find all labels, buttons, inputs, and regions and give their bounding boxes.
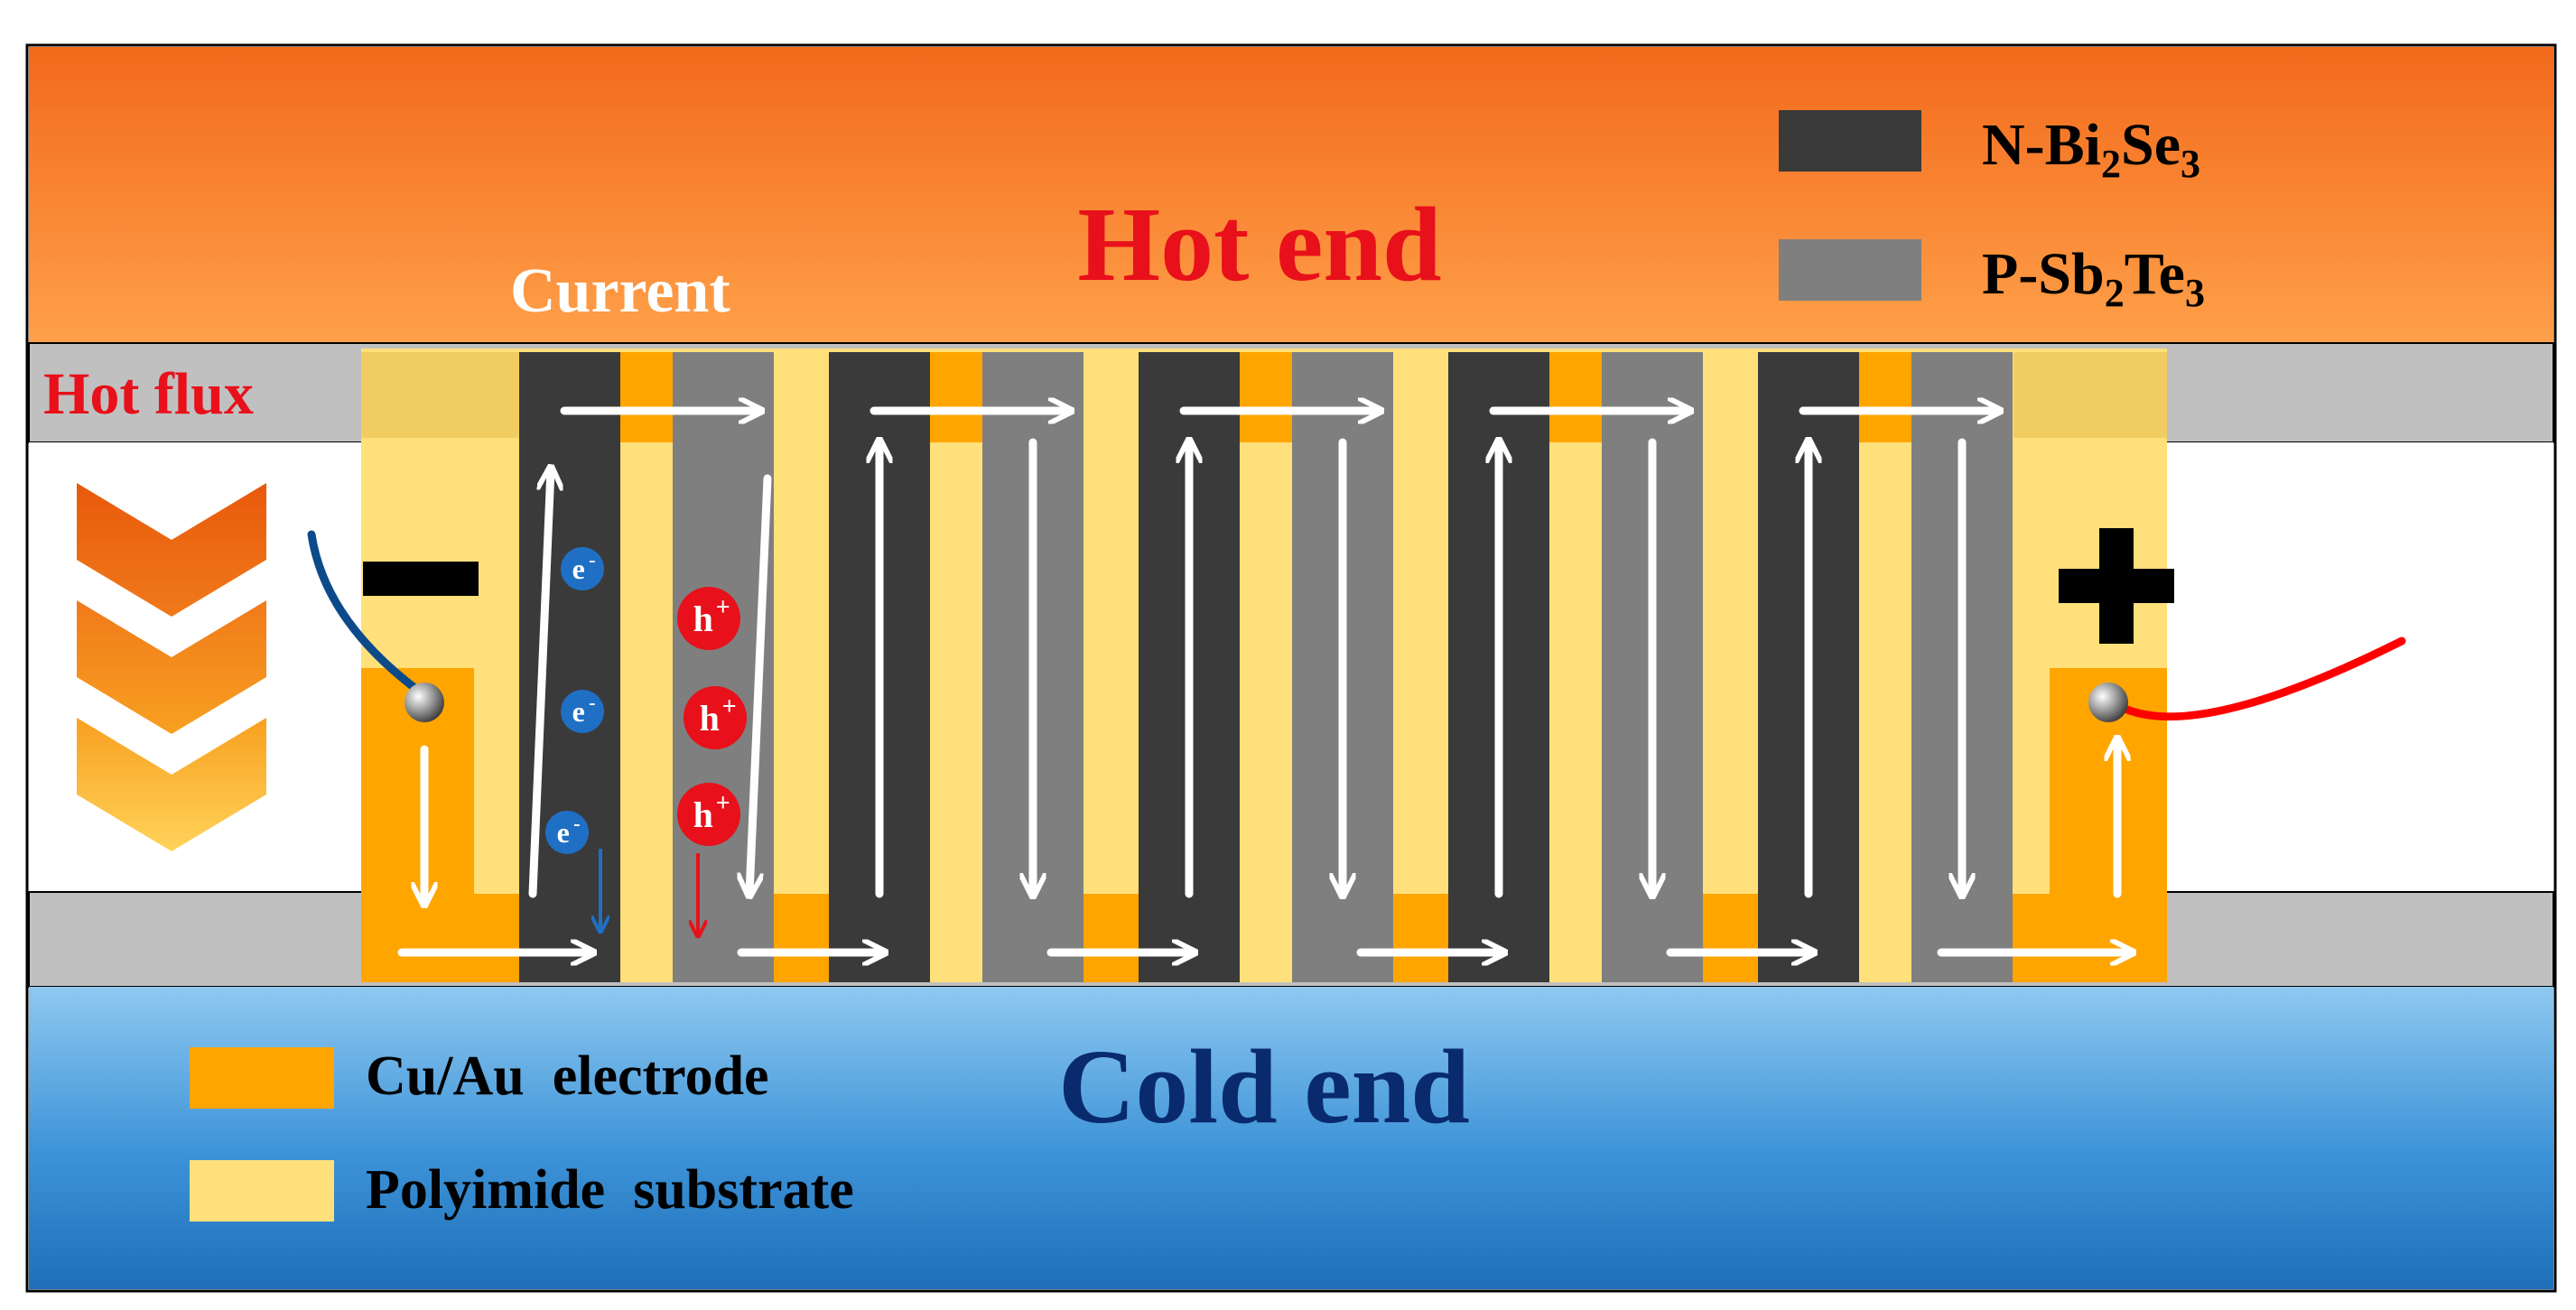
cold-end-label: Cold end	[1058, 1027, 1470, 1146]
chevron-icon	[77, 600, 266, 734]
hole-charge: +	[722, 693, 737, 721]
bottom-electrode	[1083, 894, 1139, 982]
top-electrode	[1859, 352, 1911, 442]
legend-label-substrate: Polyimide substrate	[366, 1159, 854, 1221]
bottom-electrode	[1703, 894, 1758, 982]
top-electrode	[930, 352, 982, 442]
electron-symbol: e	[572, 553, 585, 585]
electron-charge: -	[589, 549, 595, 571]
legend-swatch-p-type	[1779, 239, 1921, 301]
current-flow-arrows	[397, 411, 2131, 952]
hole-body	[684, 686, 747, 749]
electron-body	[545, 811, 589, 854]
negative-top-pad	[361, 352, 519, 438]
hole-charge: +	[716, 790, 730, 818]
bottom-electrode	[774, 894, 829, 982]
chevron-icon	[77, 483, 266, 617]
bottom-electrode	[1393, 894, 1448, 982]
current-label: Current	[510, 256, 730, 326]
hot-end-label: Hot end	[1077, 185, 1441, 303]
negative-terminal-ball	[405, 683, 444, 722]
electron: e-	[545, 811, 589, 854]
electron-body	[561, 690, 604, 733]
hole: h+	[684, 686, 747, 749]
minus-sign	[363, 562, 479, 596]
top-electrode	[1240, 352, 1292, 442]
negative-terminal-electrode	[361, 668, 519, 982]
substrate-strip	[1549, 442, 1602, 894]
hot-end-region	[29, 47, 2553, 343]
substrate-strip	[1859, 442, 1911, 894]
positive-terminal-ball	[2088, 683, 2128, 722]
electron: e-	[561, 547, 604, 590]
electron: e-	[561, 690, 604, 733]
top-electrode	[620, 352, 673, 442]
legend-swatch-substrate	[190, 1160, 334, 1222]
legend: N-Bi2Se3 P-Sb2Te3 Cu/Au electrode Polyim…	[190, 110, 2205, 1222]
positive-top-pad	[2013, 352, 2167, 438]
current-arrow	[749, 474, 772, 894]
hole: h+	[677, 587, 740, 650]
substrate-strip	[930, 442, 982, 894]
electron-body	[561, 547, 604, 590]
electron-charge: -	[589, 692, 595, 714]
hole-body	[677, 587, 740, 650]
positive-wire	[2108, 636, 2406, 721]
legend-label-n-type: N-Bi2Se3	[1982, 112, 2200, 186]
legend-label-electrode: Cu/Au electrode	[366, 1045, 769, 1107]
electron-charge: -	[573, 813, 580, 835]
hole-symbol: h	[693, 794, 713, 835]
legend-swatch-electrode	[190, 1047, 334, 1109]
hole: h+	[677, 783, 740, 846]
figure-frame	[25, 43, 2557, 1293]
hot-flux-chevrons	[77, 483, 266, 851]
hot-flux-label: Hot flux	[43, 361, 254, 427]
legend-label-p-type: P-Sb2Te3	[1982, 241, 2205, 315]
hole-symbol: h	[700, 698, 720, 739]
electron-symbol: e	[572, 695, 585, 728]
negative-wire	[307, 530, 429, 700]
top-electrode	[1549, 352, 1602, 442]
cold-end-region	[29, 987, 2553, 1289]
hole-body	[677, 783, 740, 846]
legend-swatch-n-type	[1779, 110, 1921, 172]
plus-sign	[2059, 528, 2174, 644]
current-arrow	[528, 469, 551, 898]
chevron-icon	[77, 718, 266, 851]
substrate-strip	[1240, 442, 1292, 894]
hole-symbol: h	[693, 599, 713, 639]
hole-charge: +	[716, 594, 730, 622]
electron-symbol: e	[557, 816, 570, 849]
charge-carriers: e-e-e-h+h+h+	[545, 547, 747, 934]
substrate-strip	[620, 442, 673, 894]
